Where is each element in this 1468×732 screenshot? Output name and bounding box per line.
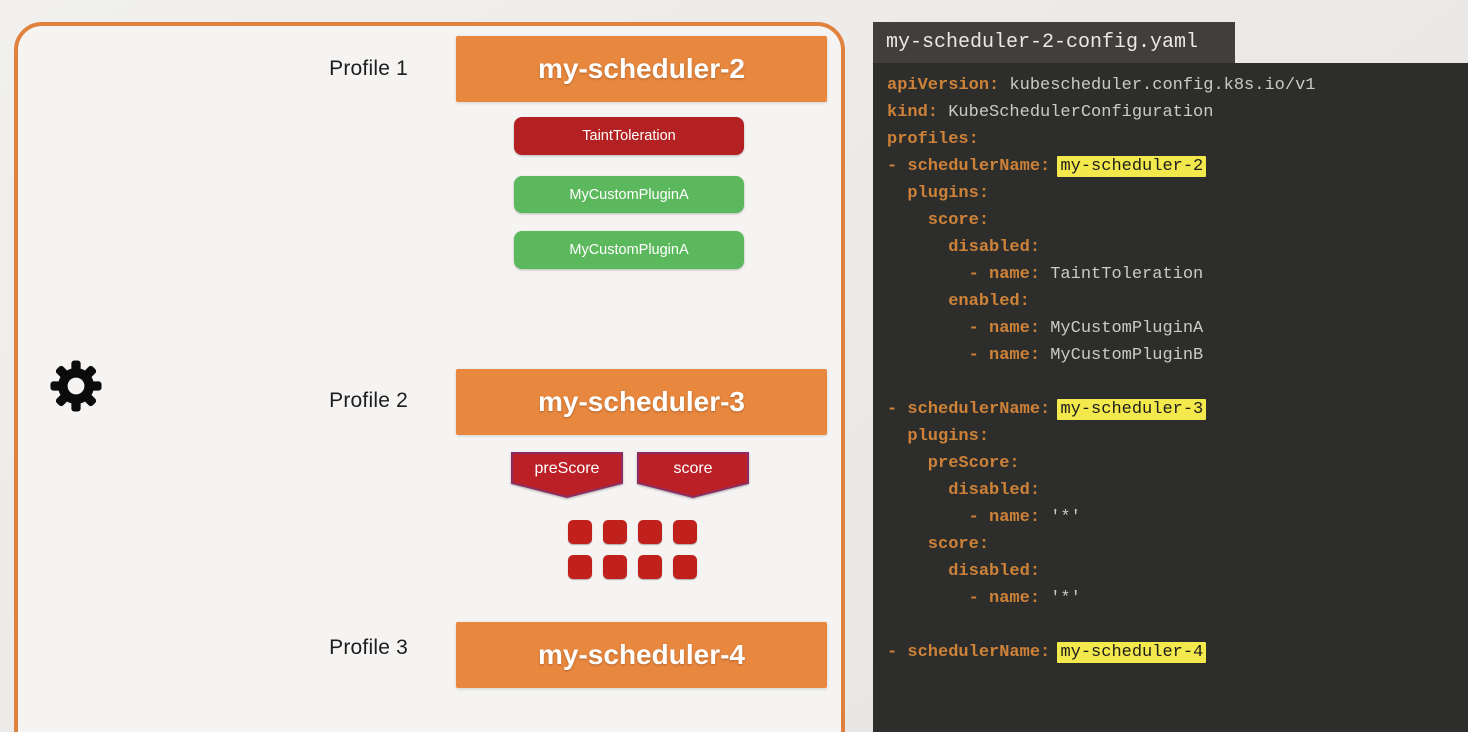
- extension-point-prescore: preScore: [511, 452, 623, 498]
- gear-icon: [47, 357, 105, 415]
- code-tab-filename[interactable]: my-scheduler-2-config.yaml: [873, 22, 1235, 63]
- code-line: apiVersion: kubescheduler.config.k8s.io/…: [887, 76, 1316, 95]
- profile-1-label: Profile 1: [329, 57, 408, 80]
- code-line: - schedulerName: my-scheduler-4: [887, 639, 1468, 666]
- prescore-banner-label: preScore: [534, 460, 600, 477]
- code-line: - name: TaintToleration: [887, 265, 1204, 284]
- banner-shape: [637, 452, 749, 498]
- code-line: - name: MyCustomPluginA: [887, 319, 1204, 338]
- code-panel: apiVersion: kubescheduler.config.k8s.io/…: [873, 63, 1468, 732]
- code-line: score:: [887, 211, 990, 230]
- score-banner-label: score: [673, 460, 713, 477]
- plugin-slot-square: [568, 555, 592, 579]
- code-line: plugins:: [887, 184, 990, 203]
- code-line: [887, 369, 1468, 396]
- code-line: - name: MyCustomPluginB: [887, 346, 1204, 365]
- scheduler-header-my-scheduler-2: my-scheduler-2: [456, 36, 827, 102]
- code-line: profiles:: [887, 130, 979, 149]
- code-line: kind: KubeSchedulerConfiguration: [887, 103, 1214, 122]
- code-line: [887, 612, 1468, 639]
- plugin-slot-square: [673, 555, 697, 579]
- scheduler-header-my-scheduler-3: my-scheduler-3: [456, 369, 827, 435]
- plugin-slot-square: [638, 520, 662, 544]
- code-line: disabled:: [887, 238, 1041, 257]
- code-line: - schedulerName: my-scheduler-3: [887, 396, 1468, 423]
- plugin-slot-square: [568, 520, 592, 544]
- code-line: disabled:: [887, 481, 1041, 500]
- plugin-slot-square: [603, 520, 627, 544]
- code-line: plugins:: [887, 427, 990, 446]
- code-line: preScore:: [887, 454, 1020, 473]
- banner-shape: [511, 452, 623, 498]
- plugin-slot-square: [603, 555, 627, 579]
- code-line: - schedulerName: my-scheduler-2: [887, 153, 1468, 180]
- scheduler-header-my-scheduler-4: my-scheduler-4: [456, 622, 827, 688]
- plugin-chip-my-custom-plugin-a-2: MyCustomPluginA: [514, 231, 744, 269]
- plugin-chip-my-custom-plugin-a: MyCustomPluginA: [514, 176, 744, 213]
- code-line: disabled:: [887, 562, 1041, 581]
- extension-point-score: score: [637, 452, 749, 498]
- yaml-code: apiVersion: kubescheduler.config.k8s.io/…: [887, 72, 1468, 666]
- plugin-slot-grid: [568, 520, 700, 580]
- code-line: - name: '*': [887, 589, 1081, 608]
- plugin-chip-taint-toleration: TaintToleration: [514, 117, 744, 155]
- plugin-slot-square: [673, 520, 697, 544]
- code-line: enabled:: [887, 292, 1030, 311]
- code-line: score:: [887, 535, 990, 554]
- profile-2-label: Profile 2: [329, 389, 408, 412]
- plugin-slot-square: [638, 555, 662, 579]
- code-line: - name: '*': [887, 508, 1081, 527]
- profile-3-label: Profile 3: [329, 636, 408, 659]
